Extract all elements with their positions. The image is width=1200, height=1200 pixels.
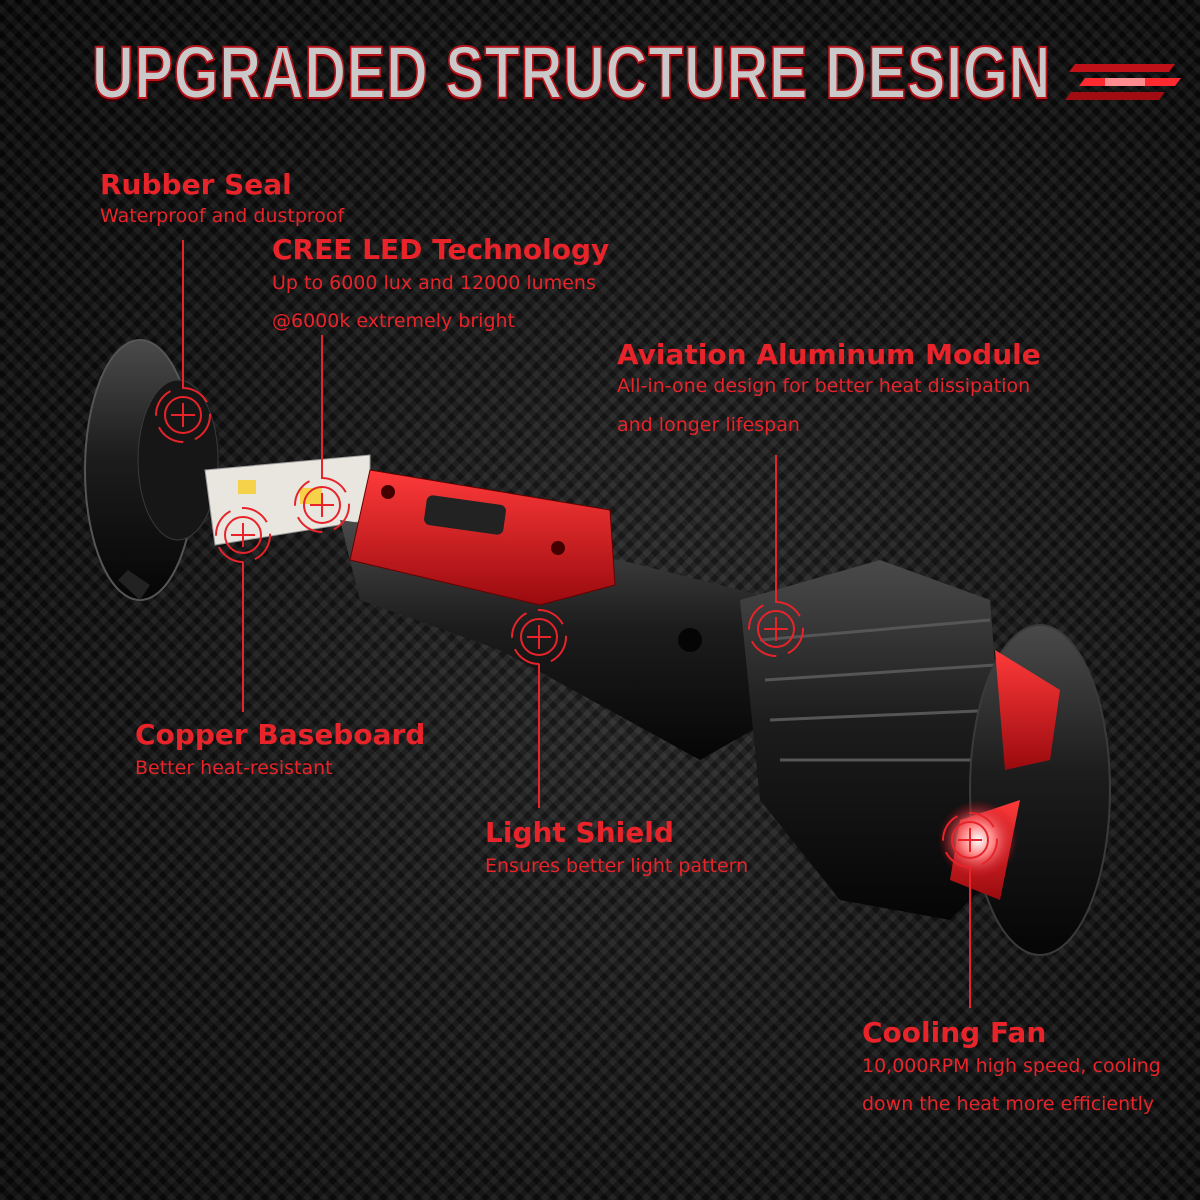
cree-led-title: CREE LED Technology (272, 233, 610, 266)
marker-cooling-fan (942, 812, 998, 868)
light-shield-desc: Ensures better light pattern (485, 855, 749, 877)
heat-sink-housing (740, 560, 1111, 956)
marker-copper-baseboard (215, 507, 271, 563)
cree-led-desc-2: @6000k extremely bright (272, 310, 515, 332)
speed-stripes-icon (1065, 64, 1181, 100)
cooling-fan-title: Cooling Fan (862, 1016, 1047, 1049)
rubber-seal-desc: Waterproof and dustproof (100, 205, 345, 227)
aviation-module-title: Aviation Aluminum Module (617, 338, 1041, 371)
cooling-fan-desc-2: down the heat more efficiently (862, 1093, 1155, 1115)
rubber-seal-flange (84, 339, 219, 601)
aviation-module-desc-2: and longer lifespan (617, 414, 800, 436)
marker-cree-led (294, 477, 350, 533)
copper-baseboard-desc: Better heat-resistant (135, 757, 333, 779)
marker-rubber-seal (155, 387, 211, 443)
copper-baseboard-title: Copper Baseboard (135, 718, 426, 751)
aviation-module-desc-1: All-in-one design for better heat dissip… (617, 375, 1031, 397)
aluminum-body (340, 469, 780, 760)
cree-led-desc-1: Up to 6000 lux and 12000 lumens (272, 272, 596, 294)
marker-light-shield (511, 609, 567, 665)
marker-aviation-module (748, 601, 804, 657)
light-shield-title: Light Shield (485, 816, 674, 849)
rubber-seal-title: Rubber Seal (100, 168, 292, 201)
cooling-fan-desc-1: 10,000RPM high speed, cooling (862, 1055, 1161, 1077)
callout-leader-lines (182, 240, 971, 1008)
